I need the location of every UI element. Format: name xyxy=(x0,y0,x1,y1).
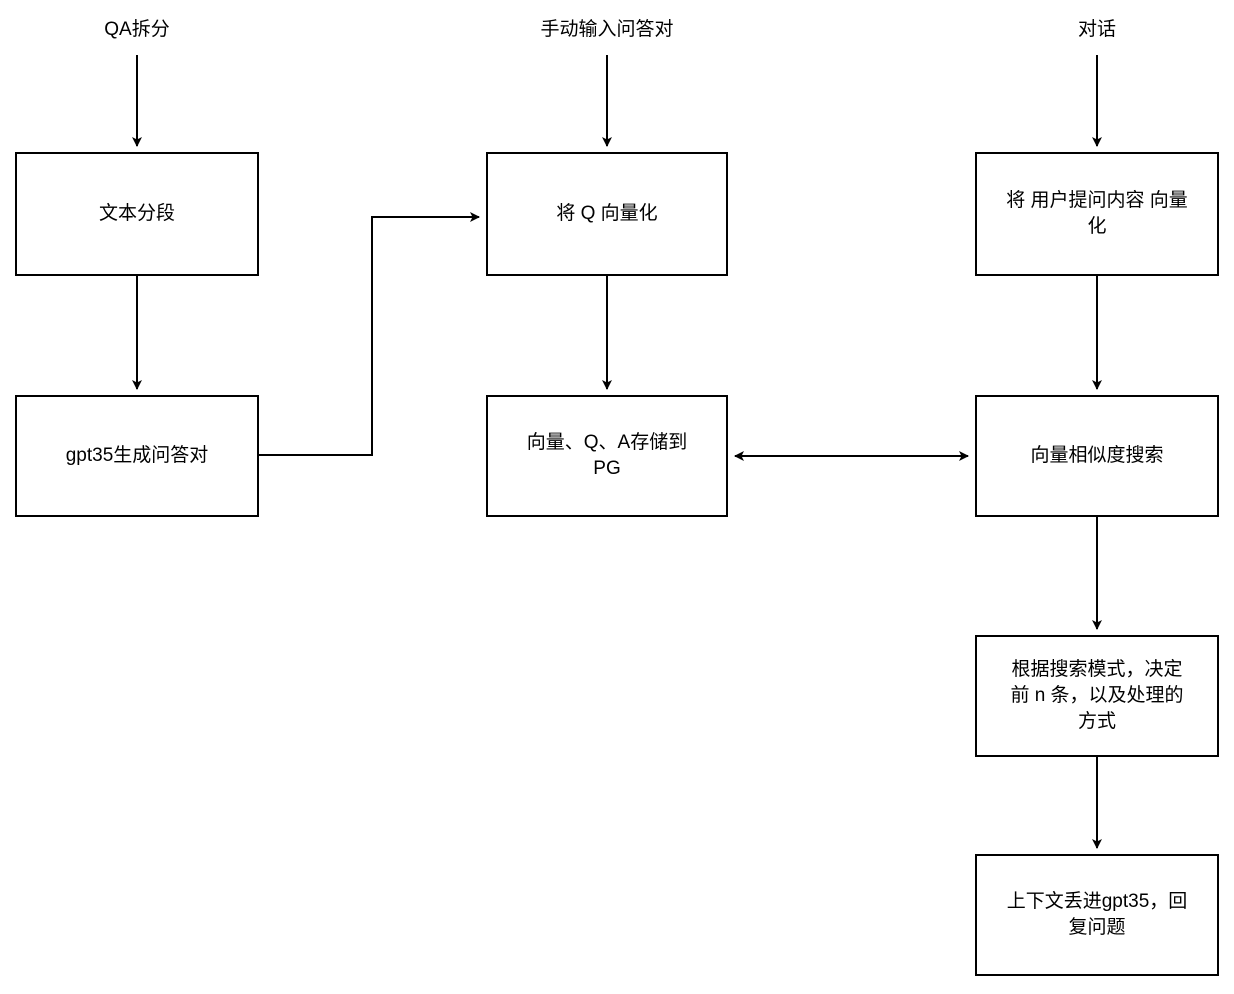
context-into-gpt35-reply-box[interactable] xyxy=(975,854,1219,976)
gpt35-generate-qa-pairs-label: gpt35生成问答对 xyxy=(66,444,209,466)
decide-top-n-by-search-mode-box[interactable] xyxy=(975,635,1219,757)
context-into-gpt35-reply-label: 上下文丢进gpt35，回复问题 xyxy=(1007,890,1188,938)
flow-node-decide-top-n-by-search-mode[interactable]: 根据搜索模式，决定前 n 条，以及处理的方式 xyxy=(975,635,1219,757)
flow-node-vectorize-user-question[interactable]: 将 用户提问内容 向量化 xyxy=(975,152,1219,276)
flow-node-vectorize-question[interactable]: 将 Q 向量化 xyxy=(486,152,728,276)
entry-labels-layer: QA拆分 手动输入问答对 对话 xyxy=(104,18,1116,40)
flow-node-vector-similarity-search[interactable]: 向量相似度搜索 xyxy=(975,395,1219,517)
edges-layer xyxy=(132,55,1102,849)
entry-label-entry-qa-split: QA拆分 xyxy=(104,18,169,40)
entry-label-entry-manual-qa: 手动输入问答对 xyxy=(540,18,673,40)
entry-label-entry-dialogue: 对话 xyxy=(1078,18,1116,40)
text-segmentation-box[interactable] xyxy=(15,152,259,276)
vectorize-question-label: 将 Q 向量化 xyxy=(556,202,657,224)
flow-node-context-into-gpt35-reply[interactable]: 上下文丢进gpt35，回复问题 xyxy=(975,854,1219,976)
flow-node-gpt35-generate-qa-pairs[interactable]: gpt35生成问答对 xyxy=(15,395,259,517)
store-vector-q-a-to-pg-box[interactable] xyxy=(486,395,728,517)
vector-similarity-search-label: 向量相似度搜索 xyxy=(1030,444,1163,466)
decide-top-n-by-search-mode-label: 根据搜索模式，决定前 n 条，以及处理的方式 xyxy=(1010,658,1183,732)
vectorize-user-question-box[interactable] xyxy=(975,152,1219,276)
vectorize-user-question-label: 将 用户提问内容 向量化 xyxy=(1006,189,1188,237)
vector-similarity-search-box[interactable] xyxy=(975,395,1219,517)
vectorize-question-box[interactable] xyxy=(486,152,728,276)
flow-node-text-segmentation[interactable]: 文本分段 xyxy=(15,152,259,276)
arrow-gpt35-to-vectorize-q xyxy=(258,212,480,456)
gpt35-generate-qa-pairs-box[interactable] xyxy=(15,395,259,517)
text-segmentation-label: 文本分段 xyxy=(99,202,175,224)
